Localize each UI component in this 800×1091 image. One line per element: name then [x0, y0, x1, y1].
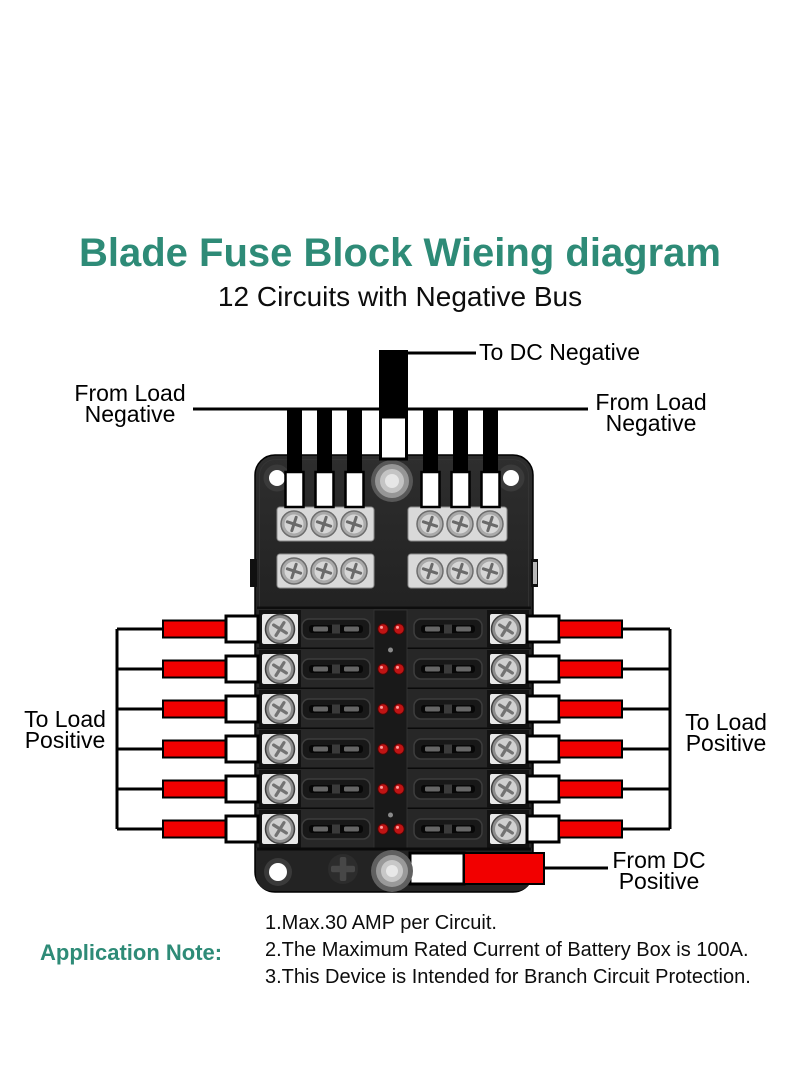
led-column	[373, 609, 408, 849]
load-positive-wires-right	[525, 614, 672, 844]
label-to-load-positive-right: To Load Positive	[672, 709, 780, 756]
label-line: From DC	[612, 847, 706, 873]
mounting-hole-top-left	[263, 464, 291, 492]
application-note-heading: Application Note:	[40, 940, 223, 965]
page-subtitle: 12 Circuits with Negative Bus	[217, 281, 583, 312]
label-from-dc-positive: From DC Positive	[604, 847, 714, 894]
label-line: From Load	[74, 380, 186, 406]
label-line: Positive	[618, 868, 700, 894]
label-line: To Load	[24, 706, 106, 732]
side-busbar-edge	[533, 562, 537, 584]
label-line: Positive	[24, 727, 106, 753]
label-from-load-negative-right: From Load Negative	[590, 389, 712, 436]
load-positive-wires-left	[115, 614, 260, 844]
fuse-block-body	[250, 454, 538, 893]
label-line: Negative	[605, 410, 697, 436]
note-item-3: 3.This Device is Intended for Branch Cir…	[265, 966, 751, 988]
mounting-hole-bottom-left	[264, 858, 292, 886]
note-item-2: 2.The Maximum Rated Current of Battery B…	[265, 939, 749, 961]
negative-bus-terminals	[276, 506, 508, 589]
label-from-load-negative-left: From Load Negative	[68, 380, 192, 427]
positive-bus-stud	[371, 850, 413, 892]
label-to-dc-negative: To DC Negative	[479, 339, 641, 365]
page-title: Blade Fuse Block Wieing diagram	[78, 231, 721, 275]
molded-cross-mark	[328, 854, 358, 884]
side-tab-left	[250, 559, 257, 587]
dc-negative-wire	[379, 350, 476, 461]
dc-positive-wire	[408, 851, 608, 886]
note-item-1: 1.Max.30 AMP per Circuit.	[265, 912, 497, 934]
application-notes: 1.Max.30 AMP per Circuit. 2.The Maximum …	[265, 910, 751, 991]
label-line: Positive	[685, 730, 767, 756]
label-line: Negative	[84, 401, 176, 427]
mounting-hole-top-right	[497, 464, 525, 492]
label-line: To Load	[685, 709, 767, 735]
negative-wires	[193, 350, 588, 509]
label-to-load-positive-left: To Load Positive	[12, 706, 118, 753]
negative-bus-stud	[371, 460, 413, 502]
label-line: From Load	[595, 389, 707, 415]
